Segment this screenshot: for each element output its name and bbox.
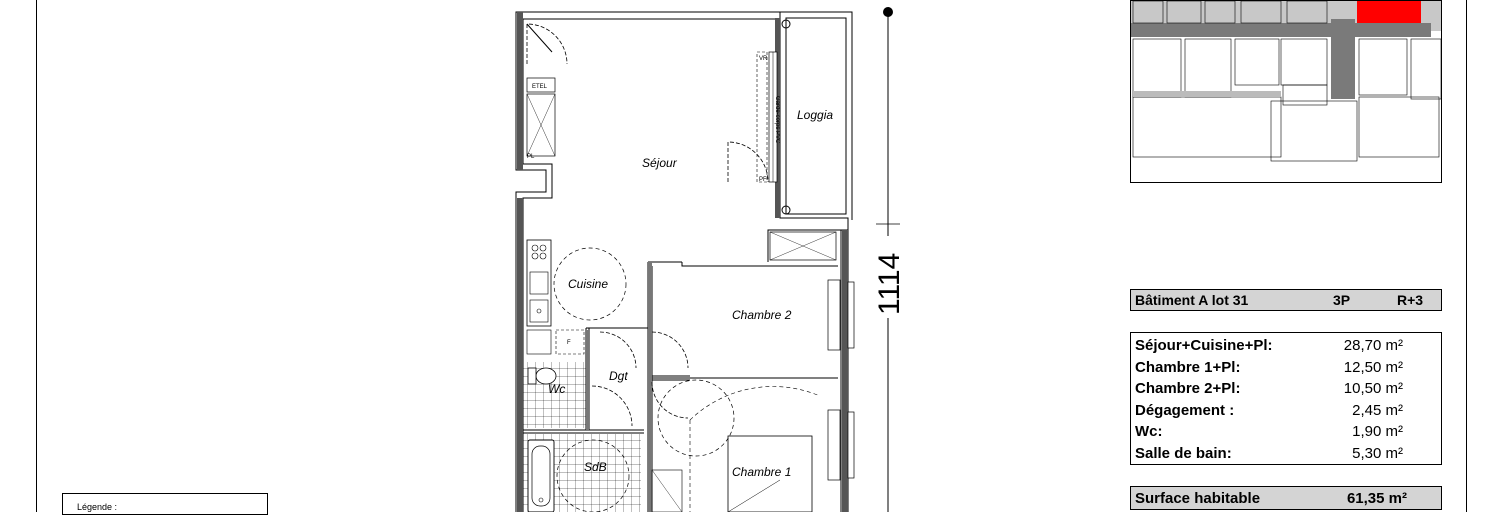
room-label-chambre2: Chambre 2: [732, 308, 792, 322]
room-label-chambre1: Chambre 1: [732, 465, 791, 479]
room-label-sdb: SdB: [584, 460, 607, 474]
room-label-sejour: Séjour: [642, 156, 678, 170]
label-etel: ETEL: [532, 84, 548, 90]
surface-row: Wc: 1,90 m²: [1135, 421, 1437, 443]
room-label-dgt: Dgt: [609, 369, 628, 383]
total-label: Surface habitable: [1135, 489, 1261, 507]
room-label-loggia: Loggia: [797, 108, 833, 122]
surface-label: Chambre 1+Pl:: [1135, 358, 1241, 376]
surface-row: Chambre 2+Pl: 10,50 m²: [1135, 378, 1437, 400]
surface-value: 2,45 m²: [1352, 401, 1403, 419]
surface-label: Chambre 2+Pl:: [1135, 380, 1241, 397]
frame-left-line: [36, 0, 37, 512]
room-label-cuisine: Cuisine: [568, 277, 608, 291]
label-pl: PL: [527, 154, 535, 160]
total-value: 61,35 m²: [1346, 489, 1407, 507]
surface-value: 10,50 m²: [1343, 380, 1403, 397]
total-surface: Surface habitable 61,35 m²: [1130, 486, 1442, 510]
surfaces-table: Séjour+Cuisine+Pl: 28,70 m² Chambre 1+Pl: 1…: [1130, 332, 1442, 465]
surface-value: 5,30 m²: [1352, 444, 1403, 462]
legend-title: Légende :: [77, 502, 118, 512]
dimension-label: 1114: [873, 252, 906, 315]
lot-header: Bâtiment A lot 31 3P R+3: [1130, 289, 1442, 311]
site-minimap: [1130, 0, 1442, 183]
label-vr: VR: [759, 56, 768, 62]
surface-label: Salle de bain:: [1135, 444, 1232, 462]
surface-row: Chambre 1+Pl: 12,50 m²: [1135, 357, 1437, 379]
surface-row: Salle de bain: 5,30 m²: [1135, 443, 1437, 465]
surface-row: Dégagement : 2,45 m²: [1135, 400, 1437, 422]
surface-value: 28,70 m²: [1343, 337, 1403, 354]
lot-building: Bâtiment A lot 31: [1135, 292, 1249, 308]
lot-type: 3P: [1333, 292, 1351, 308]
surface-label: Wc:: [1135, 423, 1163, 440]
label-pf: PF: [759, 177, 767, 183]
frame-right-line: [1466, 0, 1467, 512]
minimap-drawing: [1131, 1, 1441, 162]
label-f: F: [567, 340, 571, 346]
surface-value: 1,90 m²: [1352, 423, 1403, 440]
label-garde-corps: Garde-corps PVC: [774, 96, 780, 144]
surface-value: 12,50 m²: [1343, 358, 1403, 376]
lot-floor: R+3: [1397, 292, 1424, 308]
room-label-wc: Wc: [548, 382, 565, 396]
surface-row: Séjour+Cuisine+Pl: 28,70 m²: [1135, 335, 1437, 357]
surface-label: Dégagement :: [1135, 401, 1235, 419]
surface-label: Séjour+Cuisine+Pl:: [1135, 337, 1273, 354]
